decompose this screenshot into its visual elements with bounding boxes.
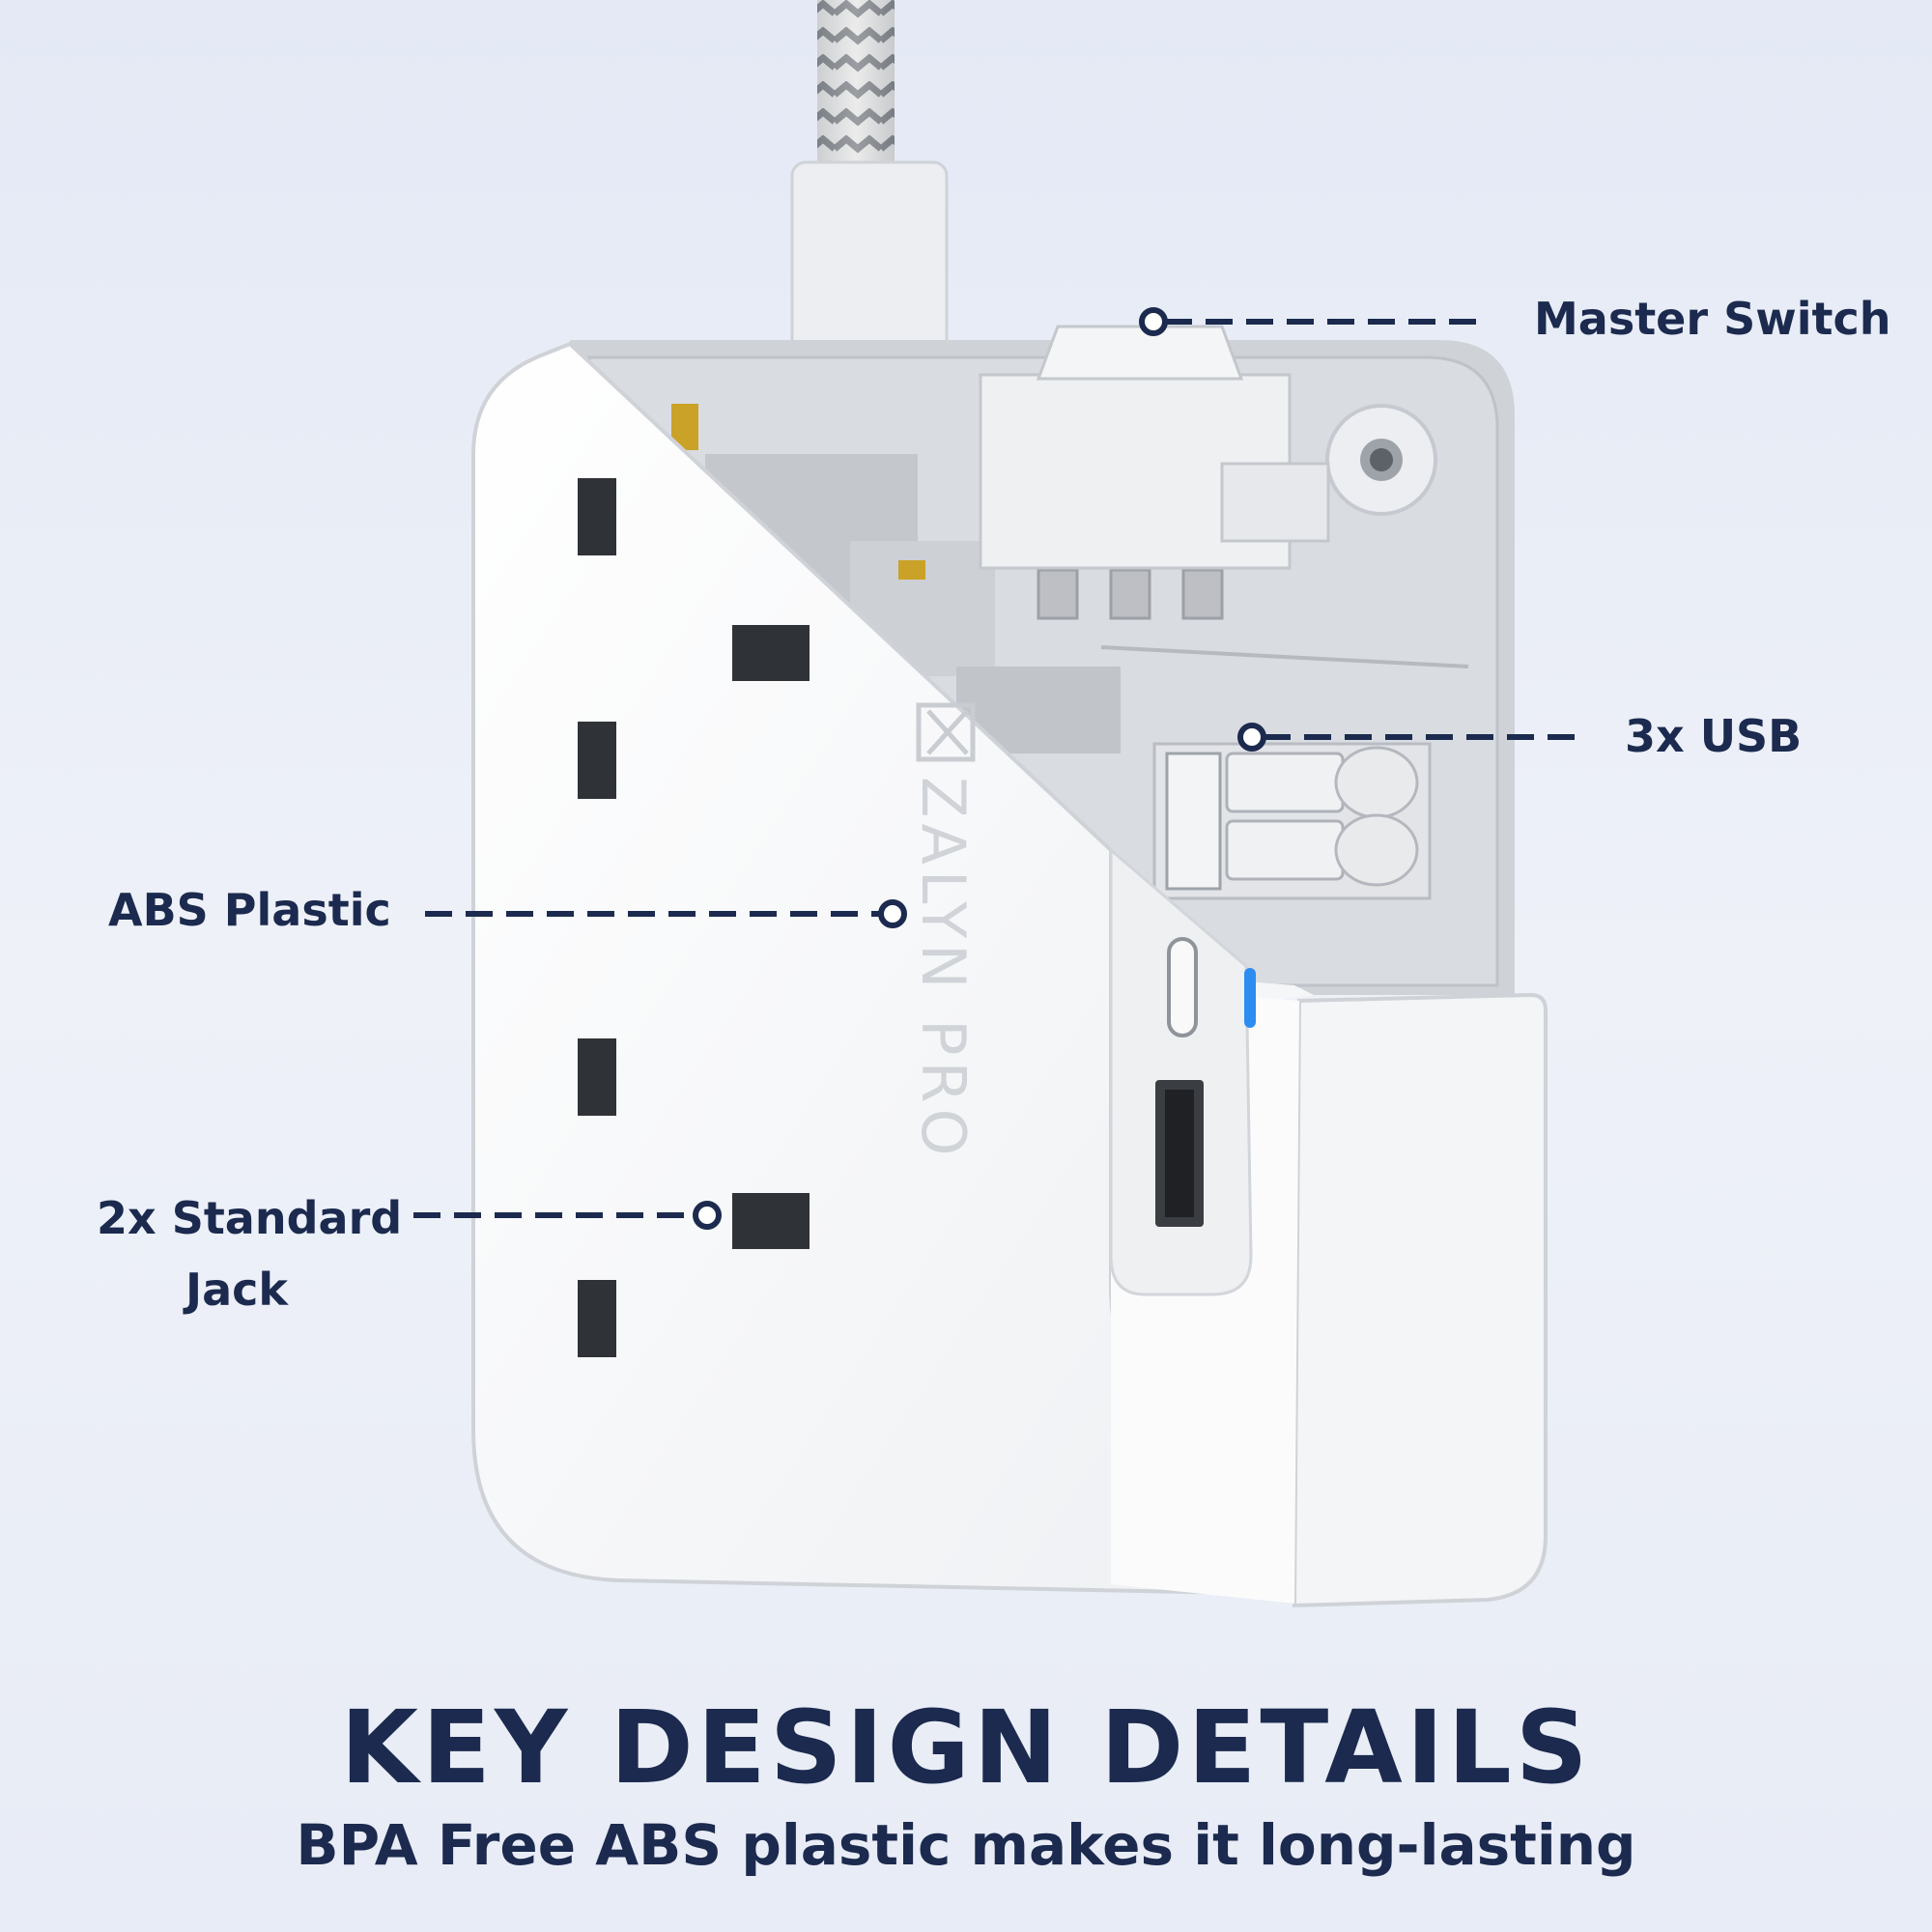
brand-logo: ZALYN PRO	[908, 702, 979, 1161]
indicator-led	[1244, 968, 1256, 1028]
front-shell	[471, 341, 1548, 1608]
callout-usb: 3x USB	[1625, 710, 1803, 762]
callout-standard-jack-leader	[413, 1201, 722, 1230]
master-switch-component	[979, 325, 1330, 570]
callout-master-switch: Master Switch	[1534, 293, 1891, 345]
callout-master-switch-leader	[1139, 307, 1486, 336]
callout-abs-plastic: ABS Plastic	[108, 884, 391, 936]
socket-top	[578, 478, 810, 799]
page-headline: KEY DESIGN DETAILS	[340, 1689, 1592, 1806]
usb-module	[1152, 742, 1432, 900]
callout-abs-plastic-leader	[425, 899, 907, 928]
callout-standard-jack: 2x Standard Jack	[97, 1182, 403, 1325]
callout-standard-jack-line2: Jack	[185, 1264, 288, 1316]
callout-standard-jack-line1: 2x Standard	[97, 1192, 403, 1244]
socket-bottom	[578, 1038, 810, 1357]
page-subheadline: BPA Free ABS plastic makes it long-lasti…	[296, 1812, 1636, 1878]
brand-name: ZALYN PRO	[908, 777, 979, 1161]
callout-usb-leader	[1237, 723, 1584, 752]
